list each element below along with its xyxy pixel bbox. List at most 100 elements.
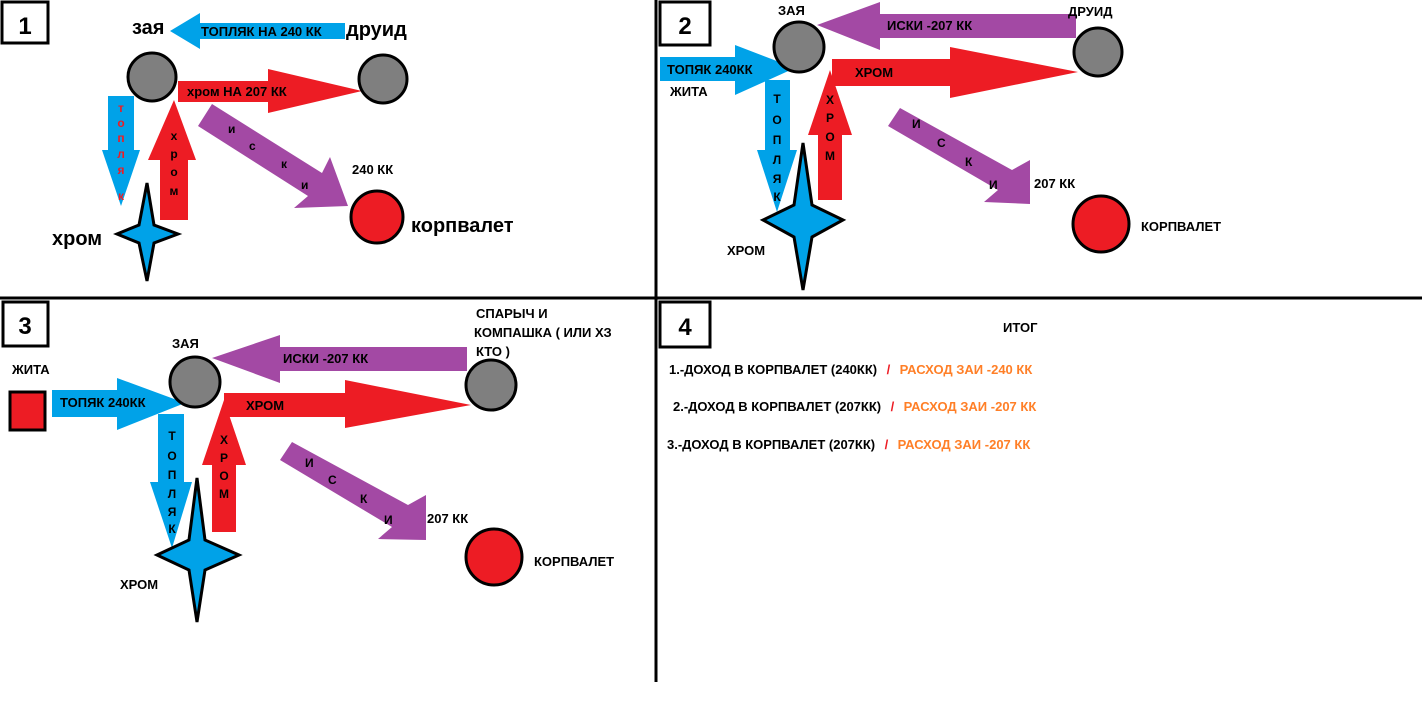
- summary-expense: РАСХОД ЗАИ -207 КК: [904, 399, 1037, 414]
- label-hrom: ХРОМ: [727, 243, 765, 258]
- arrow-toplyak-vertical: [150, 414, 192, 548]
- panel-1: 1 ТОПЛЯК НА 240 КК хром НА 207 КК т о п …: [0, 0, 514, 282]
- arrow-hrom-label: ХРОМ: [246, 398, 284, 413]
- arrow-hrom-vertical: [202, 400, 246, 532]
- label-amount: 240 КК: [352, 162, 393, 177]
- panel-number: 4: [678, 314, 692, 341]
- arrow-toplyak: [660, 45, 795, 95]
- letter: Я: [168, 505, 177, 519]
- letter: Р: [826, 111, 834, 125]
- summary-slash: /: [885, 437, 889, 452]
- label-zaya: ЗАЯ: [778, 3, 805, 18]
- arrow-hrom-label: ХРОМ: [855, 65, 893, 80]
- arrow-toplyak-label: ТОПЛЯК НА 240 КК: [201, 24, 322, 39]
- arrow-toplyak: [170, 13, 345, 49]
- node-korpvalet: [349, 189, 405, 245]
- summary-slash: /: [887, 362, 891, 377]
- letter: И: [305, 456, 314, 470]
- summary-income: 1.-ДОХОД В КОРПВАЛЕТ (240КК): [669, 362, 877, 377]
- letter: Т: [773, 92, 781, 106]
- letter: И: [989, 178, 998, 192]
- summary-line-text: 1.-ДОХОД В КОРПВАЛЕТ (240КК) / РАСХОД ЗА…: [669, 361, 1032, 378]
- vertical-toplyak-letters: т о п л я к: [117, 101, 125, 203]
- vertical-toplyak-letters: Т О П Л Я К: [772, 92, 781, 204]
- letter: Х: [826, 93, 834, 107]
- letter: О: [825, 130, 834, 144]
- label-zhita: ЖИТА: [11, 362, 50, 377]
- node-hrom-star: [153, 477, 243, 623]
- label-korpvalet: корпвалет: [411, 215, 514, 237]
- letter: р: [170, 147, 177, 161]
- arrow-toplyak-label: ТОПЯК 240КК: [60, 395, 146, 410]
- node-hrom-star: [759, 142, 847, 291]
- summary-expense: РАСХОД ЗАИ -207 КК: [898, 437, 1031, 452]
- letter: и: [228, 122, 235, 136]
- panel-number: 1: [18, 13, 31, 40]
- label-hrom: ХРОМ: [120, 577, 158, 592]
- letter: М: [825, 149, 835, 163]
- letter: К: [965, 155, 973, 169]
- arrow-hrom-vertical: [148, 100, 196, 220]
- diagonal-iski-letters: и с к и: [228, 122, 308, 192]
- letter: О: [167, 449, 176, 463]
- letter: Х: [220, 433, 228, 447]
- letter: Л: [168, 487, 176, 501]
- arrow-iski-diagonal: [888, 108, 1030, 204]
- letter: К: [773, 190, 781, 204]
- node-zhita-square: [8, 390, 47, 432]
- summary-line-1: 1.-ДОХОД В КОРПВАЛЕТ (240КК) / РАСХОД ЗА…: [669, 361, 1032, 378]
- node-korpvalet: [464, 527, 524, 587]
- summary-slash: /: [891, 399, 895, 414]
- letter: Я: [773, 172, 782, 186]
- label-zhita: ЖИТА: [669, 84, 708, 99]
- letter: О: [219, 469, 228, 483]
- label-hrom: хром: [52, 228, 102, 250]
- label-sparych-line2: КОМПАШКА ( ИЛИ ХЗ: [474, 325, 612, 340]
- label-korpvalet: КОРПВАЛЕТ: [534, 554, 614, 569]
- arrow-toplyak-vertical: [102, 96, 140, 206]
- vertical-hrom-letters: х р о м: [170, 129, 179, 198]
- arrow-iski-label: ИСКИ -207 КК: [283, 351, 368, 366]
- arrow-hrom: [224, 380, 471, 428]
- letter: И: [384, 513, 393, 527]
- arrow-toplyak-label: ТОПЯК 240КК: [667, 62, 753, 77]
- summary-line-text: 3.-ДОХОД В КОРПВАЛЕТ (207КК) / РАСХОД ЗА…: [667, 436, 1030, 453]
- letter: К: [360, 492, 368, 506]
- letter: о: [117, 116, 124, 130]
- node-druid: [1072, 26, 1124, 78]
- summary-title: ИТОГ: [1003, 320, 1038, 335]
- letter: И: [912, 117, 921, 131]
- letter: м: [170, 184, 179, 198]
- node-zaya: [126, 51, 178, 103]
- letter: Л: [773, 153, 781, 167]
- panel-number: 2: [678, 13, 691, 40]
- letter: о: [170, 165, 177, 179]
- summary-income: 2.-ДОХОД В КОРПВАЛЕТ (207КК): [673, 399, 881, 414]
- summary-line-text: 2.-ДОХОД В КОРПВАЛЕТ (207КК) / РАСХОД ЗА…: [673, 398, 1036, 415]
- node-zaya: [168, 355, 222, 409]
- node-sparych: [464, 358, 518, 412]
- letter: С: [328, 473, 337, 487]
- panel-2: 2 ИСКИ -207 КК ХРОМ ТОПЯК 240КК Т О П Л …: [658, 0, 1221, 291]
- label-amount: 207 КК: [1034, 176, 1075, 191]
- panel-number-box: [0, 0, 50, 45]
- letter: М: [219, 487, 229, 501]
- label-zaya: ЗАЯ: [172, 336, 199, 351]
- label-amount: 207 КК: [427, 511, 468, 526]
- summary-line-3: 3.-ДОХОД В КОРПВАЛЕТ (207КК) / РАСХОД ЗА…: [667, 436, 1030, 453]
- arrow-hrom-vertical: [808, 70, 852, 200]
- arrow-iski: [817, 2, 1076, 50]
- label-sparych-line3: КТО ): [476, 344, 510, 359]
- summary-income: 3.-ДОХОД В КОРПВАЛЕТ (207КК): [667, 437, 875, 452]
- label-druid: ДРУИД: [1068, 4, 1113, 19]
- panel-number-box: [1, 300, 50, 348]
- node-hrom-star: [113, 182, 183, 282]
- arrow-hrom: [832, 47, 1078, 98]
- letter: к: [281, 157, 288, 171]
- panel-number: 3: [18, 313, 31, 340]
- letter: Р: [220, 451, 228, 465]
- arrow-toplyak-vertical: [757, 80, 797, 212]
- summary-line-2: 2.-ДОХОД В КОРПВАЛЕТ (207КК) / РАСХОД ЗА…: [673, 398, 1036, 415]
- arrow-iski-diagonal: [280, 442, 426, 540]
